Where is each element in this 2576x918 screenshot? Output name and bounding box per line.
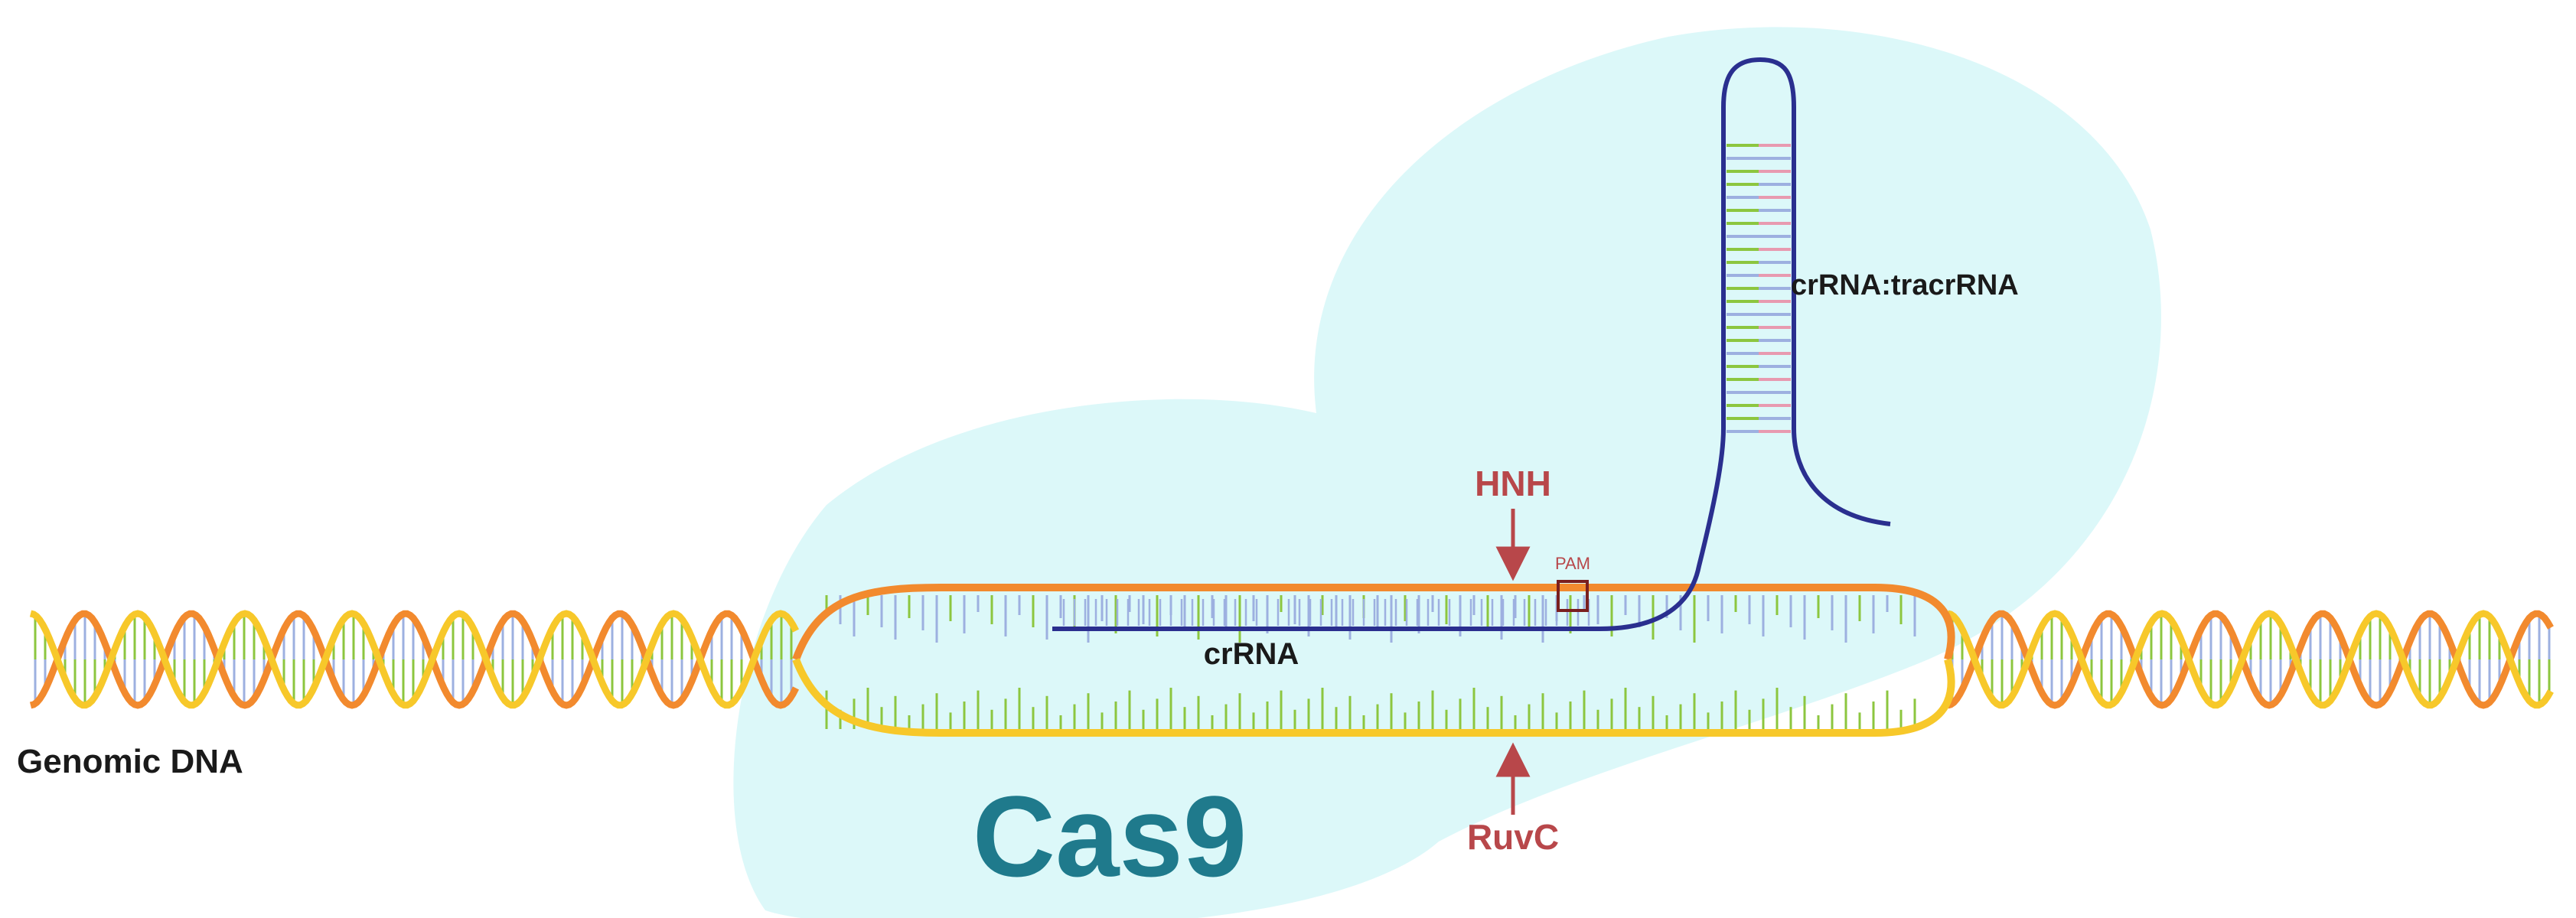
dna-unwound-bubble [792,584,1955,737]
cas9-label: Cas9 [973,772,1247,900]
dna-backbone-strand [29,610,800,709]
dna-backbone-strand [29,610,800,709]
dna-target-strand [792,584,1955,661]
crrna-strand [1052,57,1761,631]
hairpin-base-pairs [1727,144,1791,433]
pam-box [1557,580,1589,612]
dna-nontarget-strand [792,658,1955,737]
ruvc-label: RuvC [1467,817,1559,857]
dna-helix-left [29,610,800,709]
dna-helix-right [1946,610,2554,709]
crrna-tracrrna-label: crRNA:tracrRNA [1791,269,2019,301]
hnh-label: HNH [1475,464,1551,503]
dna-backbone-strand [1946,610,2554,709]
pam-label: PAM [1555,554,1590,573]
cas9-protein-shape [733,27,2161,918]
tracrrna-strand [1759,57,1891,526]
genomic-dna-label: Genomic DNA [17,743,243,780]
crrna-label: crRNA [1204,637,1299,671]
dna-backbone-strand [1946,610,2554,709]
